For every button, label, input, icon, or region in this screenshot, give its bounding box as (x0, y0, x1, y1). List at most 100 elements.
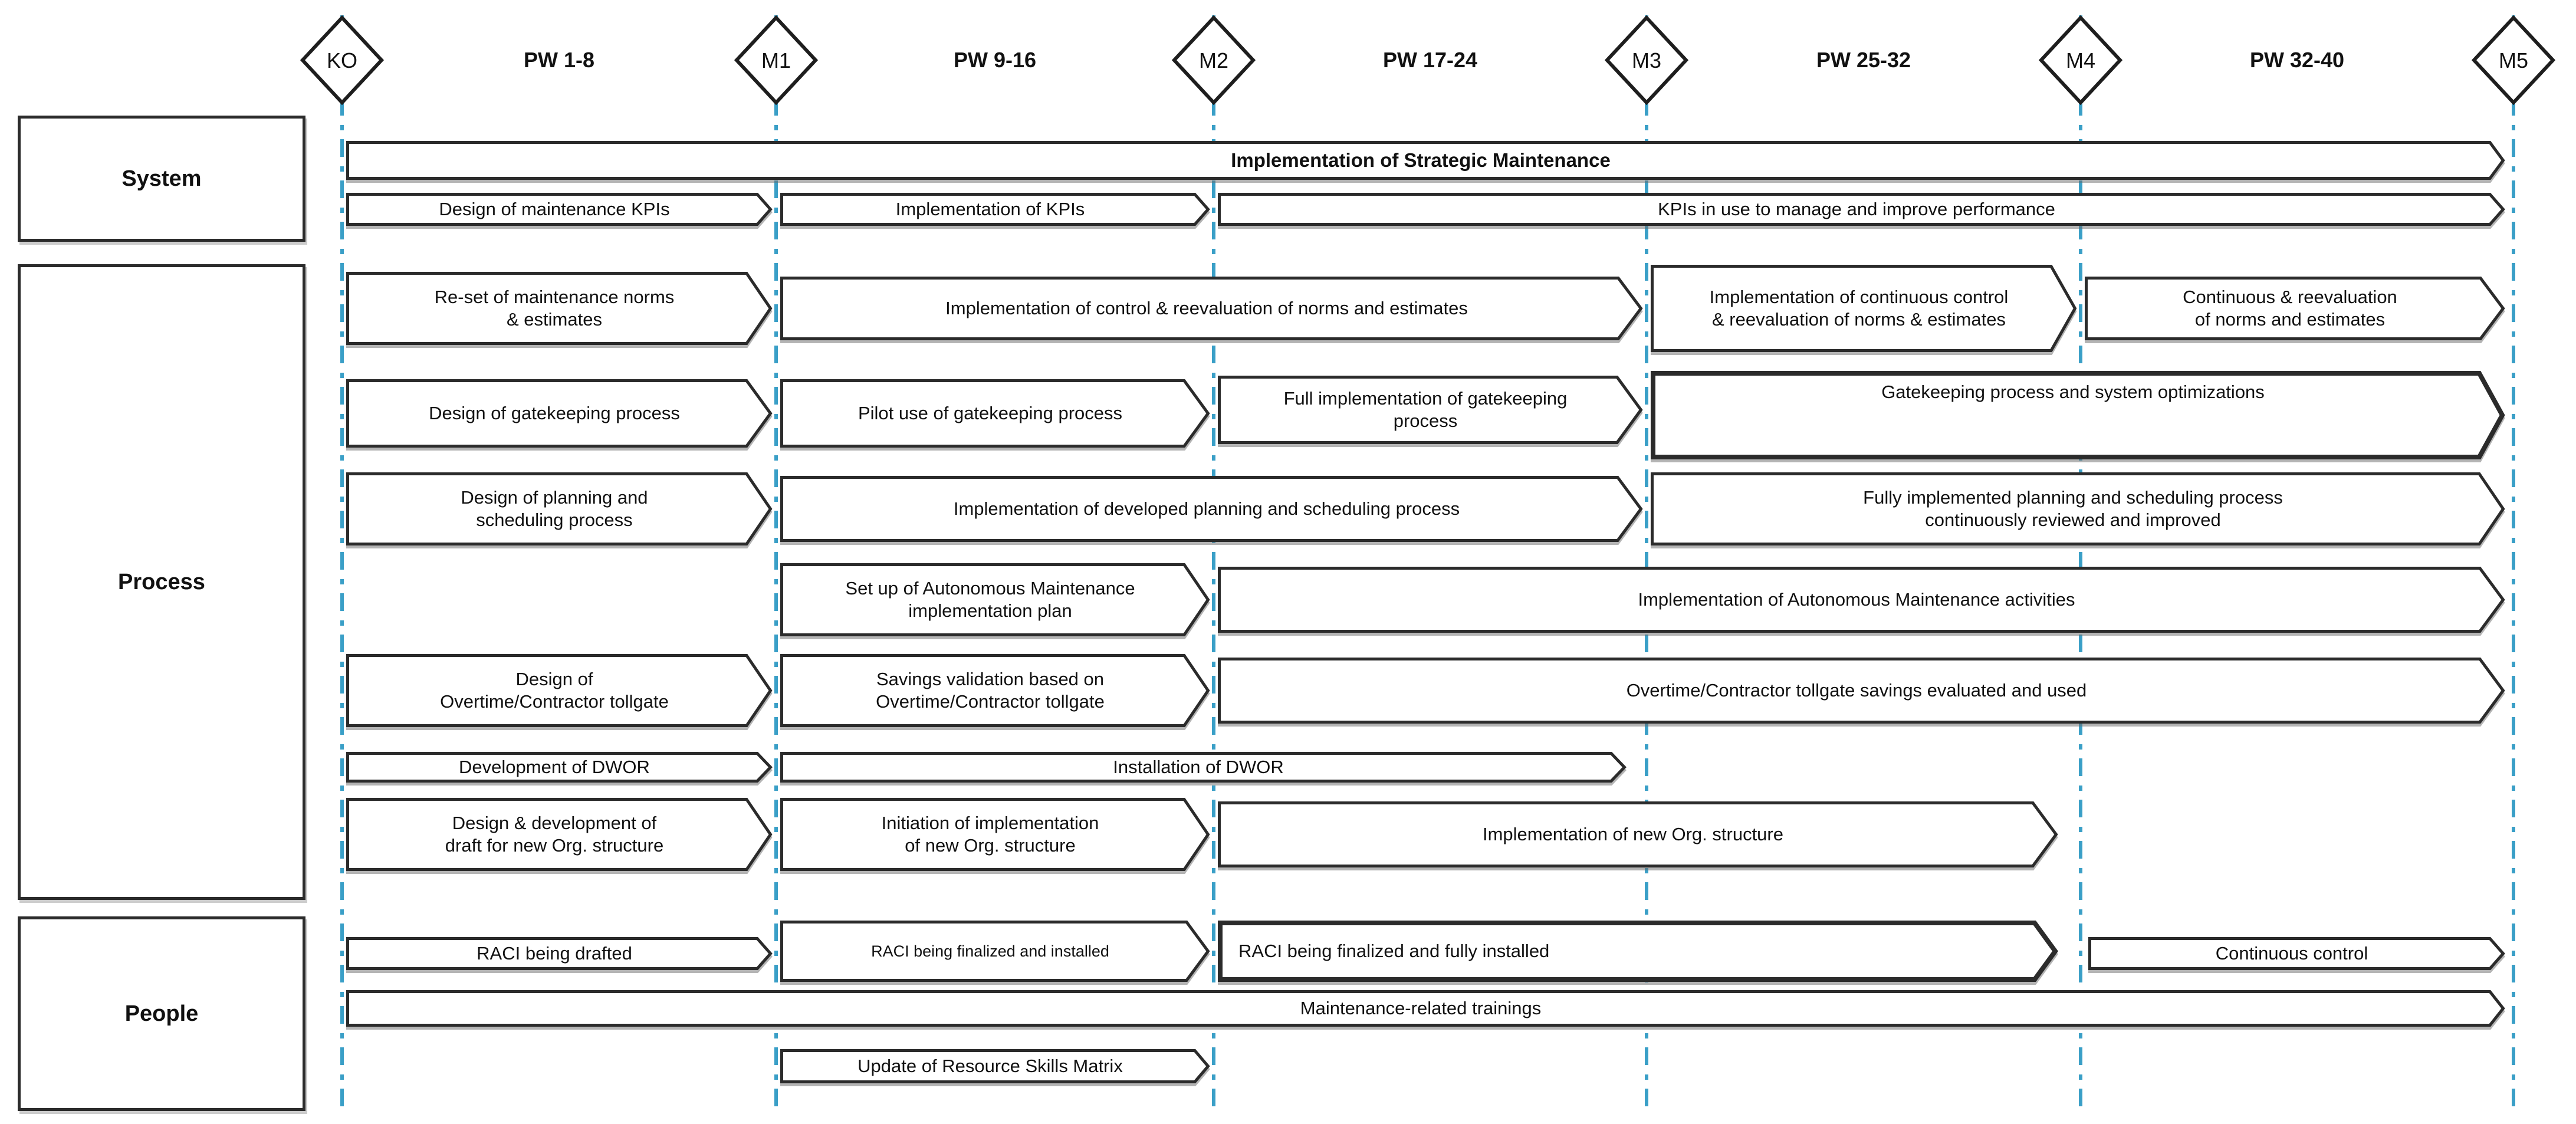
diamond-icon: M5 (2471, 15, 2556, 106)
task-bar-shape (2088, 937, 2505, 970)
task-bar-label-development-dwor: Development of DWOR (459, 757, 650, 778)
task-bar-design-planning-scheduling: Design of planning and scheduling proces… (346, 472, 773, 546)
milestone-label: KO (327, 48, 357, 73)
task-bar-shape (1651, 265, 2077, 352)
task-bar-label-full-impl-gatekeeping: Full implementation of gatekeeping proce… (1283, 388, 1568, 431)
task-bar-continuous-reeval-norms: Continuous & reevaluation of norms and e… (2084, 276, 2505, 341)
task-bar-impl-org-structure: Implementation of new Org. structure (1217, 801, 2058, 868)
timeline-guide-m5 (2512, 15, 2515, 1113)
task-bar-shape (1218, 801, 2058, 867)
task-bar-impl-control-reeval-norms: Implementation of control & reevaluation… (780, 276, 1643, 341)
milestone-label: M3 (1632, 48, 1661, 73)
task-bar-label-continuous-control: Continuous control (2215, 943, 2368, 964)
task-bar-maintenance-trainings: Maintenance-related trainings (346, 990, 2505, 1027)
task-bar-strategic-maintenance: Implementation of Strategic Maintenance (346, 140, 2505, 180)
milestone-diamond-m5: M5 (2469, 13, 2558, 107)
task-bar-label-impl-planning-scheduling: Implementation of developed planning and… (953, 498, 1460, 520)
task-bar-reset-norms: Re-set of maintenance norms & estimates (346, 271, 773, 346)
task-bar-shape (780, 752, 1627, 783)
task-bar-label-impl-control-reeval-norms: Implementation of control & reevaluation… (945, 298, 1468, 319)
task-bar-label-implementation-of-kpis: Implementation of KPIs (895, 199, 1085, 220)
task-bar-shape (780, 379, 1210, 448)
task-bar-label-design-draft-org: Design & development of draft for new Or… (445, 813, 664, 856)
task-bar-label-design-tollgate: Design of Overtime/Contractor tollgate (440, 669, 669, 712)
task-bar-design-gatekeeping: Design of gatekeeping process (346, 379, 773, 448)
task-bar-label-savings-validation-tollgate: Savings validation based on Overtime/Con… (876, 669, 1105, 712)
task-bar-label-strategic-maintenance: Implementation of Strategic Maintenance (1231, 149, 1611, 171)
diamond-icon: M1 (734, 15, 819, 106)
milestone-label: M2 (1199, 48, 1228, 73)
task-bar-design-maintenance-kpis: Design of maintenance KPIs (346, 192, 773, 226)
task-bar-label-kpis-in-use: KPIs in use to manage and improve perfor… (1658, 199, 2055, 220)
task-bar-shape (346, 654, 773, 727)
task-bar-implementation-of-kpis: Implementation of KPIs (780, 192, 1210, 226)
diamond-icon: M2 (1171, 15, 1256, 106)
task-bar-raci-drafted: RACI being drafted (346, 936, 773, 971)
task-bar-label-continuous-reeval-norms: Continuous & reevaluation of norms and e… (2183, 287, 2397, 330)
period-label-2: PW 9-16 (953, 48, 1037, 72)
diamond-icon: KO (300, 15, 385, 106)
task-bar-shape (346, 798, 773, 871)
task-bar-label-tollgate-savings-used: Overtime/Contractor tollgate savings eva… (1626, 680, 2087, 701)
lane-process: Process (18, 264, 305, 900)
milestone-label: M5 (2499, 48, 2528, 73)
task-bar-label-impl-continuous-control: Implementation of continuous control & r… (1709, 287, 2009, 330)
milestone-label: M4 (2066, 48, 2095, 73)
timeline-guide-ko (340, 15, 344, 1113)
task-bar-shape (780, 1049, 1210, 1083)
task-bar-kpis-in-use: KPIs in use to manage and improve perfor… (1217, 192, 2505, 226)
task-bar-label-reset-norms: Re-set of maintenance norms & estimates (434, 287, 675, 330)
task-bar-design-draft-org: Design & development of draft for new Or… (346, 797, 773, 872)
task-bar-shape (780, 654, 1210, 727)
task-bar-shape (346, 752, 773, 783)
task-bar-shape (1218, 376, 1643, 444)
lane-system-label: System (121, 166, 202, 191)
task-bar-shape (2085, 277, 2505, 340)
task-bar-shape (780, 563, 1210, 636)
milestone-diamond-m3: M3 (1602, 13, 1691, 107)
milestone-label: M1 (761, 48, 791, 73)
task-bar-update-skills-matrix: Update of Resource Skills Matrix (780, 1049, 1210, 1084)
diamond-icon: M3 (1604, 15, 1689, 106)
task-bar-label-installation-dwor: Installation of DWOR (1113, 757, 1284, 778)
task-bar-label-design-maintenance-kpis: Design of maintenance KPIs (439, 199, 670, 220)
task-bar-label-maintenance-trainings: Maintenance-related trainings (1300, 998, 1542, 1019)
task-bar-label-impl-autonomous-activities: Implementation of Autonomous Maintenance… (1638, 589, 2075, 610)
task-bar-label-impl-org-structure: Implementation of new Org. structure (1482, 824, 1783, 845)
task-bar-gatekeeping-optimizations: Gatekeeping process and system optimizat… (1650, 370, 2505, 460)
task-bar-label-design-gatekeeping: Design of gatekeeping process (429, 403, 680, 424)
task-bar-shape (780, 476, 1643, 542)
lane-people: People (18, 916, 305, 1111)
period-label-3: PW 17-24 (1382, 48, 1478, 72)
task-bar-label-design-planning-scheduling: Design of planning and scheduling proces… (461, 487, 648, 530)
task-bar-shape (346, 472, 773, 545)
milestone-diamond-ko: KO (298, 13, 386, 107)
task-bar-shape (780, 921, 1210, 982)
task-bar-shape (1218, 193, 2505, 226)
lane-system: System (18, 116, 305, 242)
task-bar-label-fully-impl-planning: Fully implemented planning and schedulin… (1863, 487, 2283, 530)
task-bar-label-raci-drafted: RACI being drafted (477, 943, 632, 964)
milestone-diamond-m4: M4 (2036, 13, 2125, 107)
task-bar-design-tollgate: Design of Overtime/Contractor tollgate (346, 653, 773, 728)
milestone-diamond-m1: M1 (732, 13, 820, 107)
task-bar-impl-planning-scheduling: Implementation of developed planning and… (780, 475, 1643, 543)
task-bar-installation-dwor: Installation of DWOR (780, 751, 1627, 783)
task-bar-fully-impl-planning: Fully implemented planning and schedulin… (1650, 472, 2505, 546)
task-bar-label-initiation-org: Initiation of implementation of new Org.… (881, 813, 1099, 856)
task-bar-setup-autonomous-maintenance: Set up of Autonomous Maintenance impleme… (780, 563, 1210, 637)
task-bar-label-raci-finalized-installed: RACI being finalized and installed (871, 942, 1109, 960)
task-bar-tollgate-savings-used: Overtime/Contractor tollgate savings eva… (1217, 657, 2505, 724)
task-bar-raci-finalized-installed: RACI being finalized and installed (780, 920, 1210, 982)
task-bar-shape (1651, 371, 2505, 459)
task-bar-label-pilot-gatekeeping: Pilot use of gatekeeping process (857, 403, 1123, 424)
timeline-guide-m1 (774, 15, 778, 1113)
period-label-4: PW 25-32 (1816, 48, 1911, 72)
task-bar-impl-autonomous-activities: Implementation of Autonomous Maintenance… (1217, 566, 2505, 633)
task-bar-label-setup-autonomous-maintenance: Set up of Autonomous Maintenance impleme… (845, 578, 1135, 621)
task-bar-initiation-org: Initiation of implementation of new Org.… (780, 797, 1210, 872)
diamond-icon: M4 (2038, 15, 2123, 106)
lane-people-label: People (124, 1001, 199, 1026)
task-bar-shape (780, 798, 1210, 871)
